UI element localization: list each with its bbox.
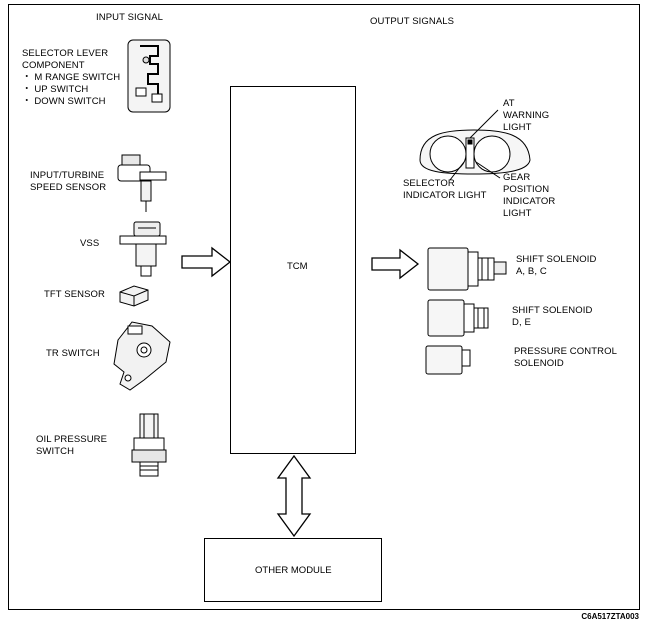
selector-indicator-label-2: INDICATOR LIGHT — [403, 190, 487, 201]
tcm-box: TCM — [230, 86, 356, 454]
oil-pressure-label-1: OIL PRESSURE — [36, 434, 108, 445]
shift-solenoid-abc-label-1: SHIFT SOLENOID — [516, 254, 597, 265]
tr-switch-label: TR SWITCH — [46, 348, 100, 359]
pressure-control-label-1: PRESSURE CONTROL — [514, 346, 617, 357]
pressure-control-solenoid-icon — [425, 345, 471, 375]
down-switch-label: ・ DOWN SWITCH — [22, 96, 106, 107]
at-warning-label-3: LIGHT — [503, 122, 532, 133]
shift-solenoid-abc-label-2: A, B, C — [516, 266, 547, 277]
turbine-sensor-label-1: INPUT/TURBINE — [30, 170, 105, 181]
instrument-cluster-icon — [419, 109, 531, 181]
output-signals-heading: OUTPUT SIGNALS — [370, 16, 455, 27]
tft-sensor-icon — [119, 285, 149, 307]
tr-switch-icon — [113, 321, 171, 391]
gear-position-label-1: GEAR — [503, 172, 531, 183]
oil-pressure-switch-icon — [131, 413, 167, 477]
oil-pressure-label-2: SWITCH — [36, 446, 75, 457]
turbine-sensor-label-2: SPEED SENSOR — [30, 182, 107, 193]
shift-solenoid-de-label-1: SHIFT SOLENOID — [512, 305, 593, 316]
double-arrow — [276, 454, 312, 538]
up-switch-label: ・ UP SWITCH — [22, 84, 89, 95]
figure-code: C6A517ZTA003 — [581, 612, 639, 621]
gear-position-label-3: INDICATOR — [503, 196, 556, 207]
at-warning-label-2: WARNING — [503, 110, 550, 121]
diagram-frame — [8, 4, 640, 610]
tft-sensor-label: TFT SENSOR — [44, 289, 105, 300]
vss-label: VSS — [80, 238, 100, 249]
selector-indicator-label-1: SELECTOR — [403, 178, 455, 189]
output-arrow — [371, 248, 420, 280]
shift-solenoid-de-icon — [427, 299, 489, 337]
selector-lever-label-1: SELECTOR LEVER — [22, 48, 109, 59]
input-arrow — [181, 246, 232, 278]
gear-position-label-4: LIGHT — [503, 208, 532, 219]
selector-lever-icon — [127, 39, 171, 113]
at-warning-label-1: AT — [503, 98, 515, 109]
other-module-label: OTHER MODULE — [255, 565, 332, 576]
shift-solenoid-abc-icon — [427, 247, 507, 291]
vss-icon — [119, 221, 167, 277]
selector-lever-label-2: COMPONENT — [22, 60, 85, 71]
gear-position-label-2: POSITION — [503, 184, 550, 195]
other-module-box: OTHER MODULE — [204, 538, 382, 602]
pressure-control-label-2: SOLENOID — [514, 358, 564, 369]
m-range-switch-label: ・ M RANGE SWITCH — [22, 72, 121, 83]
input-signal-heading: INPUT SIGNAL — [96, 12, 164, 23]
tcm-label: TCM — [287, 261, 308, 272]
turbine-speed-sensor-icon — [117, 154, 167, 212]
shift-solenoid-de-label-2: D, E — [512, 317, 531, 328]
